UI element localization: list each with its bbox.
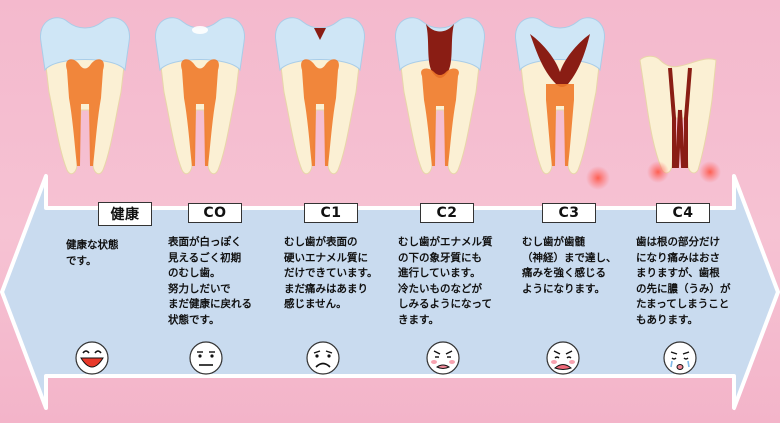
stage-description: むし歯が歯髄 （神経）まで達し、 痛みを強く感じる ようになります。	[522, 236, 617, 295]
teeth-illustration	[40, 17, 721, 190]
tooth-c1	[275, 17, 365, 175]
neutral-face-icon	[189, 341, 223, 375]
tooth-healthy	[40, 17, 130, 175]
stage-description: むし歯がエナメル質 の下の象牙質にも 進行しています。 冷たいものなどが しみる…	[398, 236, 493, 326]
stage-label: C3	[542, 203, 596, 223]
stage-c1: C1 むし歯が表面の 硬いエナメル質に だけできています。 まだ痛みはあまり 感…	[284, 202, 402, 313]
worried-face-icon	[426, 341, 460, 375]
stage-description: 表面が白っぽく 見えるごく初期 のむし歯。 努力しだいで まだ健康に戻れる 状態…	[168, 236, 252, 326]
stage-description: むし歯が表面の 硬いエナメル質に だけできています。 まだ痛みはあまり 感じませ…	[284, 236, 378, 310]
stage-description: 歯は根の部分だけ になり痛みはおさ まりますが、歯根 の先に膿（うみ）が たまっ…	[636, 236, 731, 326]
tooth-c3	[515, 17, 610, 190]
stage-healthy: 健康 健康な状態 です。	[66, 202, 184, 269]
sad-face-icon	[546, 341, 580, 375]
stage-description: 健康な状態 です。	[66, 239, 119, 267]
stage-label: C4	[656, 203, 710, 223]
stage-label: CO	[188, 203, 242, 223]
stage-co: CO 表面が白っぽく 見えるごく初期 のむし歯。 努力しだいで まだ健康に戻れる…	[168, 202, 286, 328]
big-smile-face-icon	[75, 341, 109, 375]
frown-face-icon	[306, 341, 340, 375]
tooth-c2	[395, 17, 485, 175]
stage-c4: C4 歯は根の部分だけ になり痛みはおさ まりますが、歯根 の先に膿（うみ）が …	[636, 202, 754, 328]
stage-c2: C2 むし歯がエナメル質 の下の象牙質にも 進行しています。 冷たいものなどが …	[398, 202, 516, 328]
stage-label: C2	[420, 203, 474, 223]
tooth-c4	[639, 55, 721, 183]
crying-face-icon	[663, 341, 697, 375]
tooth-co	[155, 17, 245, 175]
stage-label: C1	[304, 203, 358, 223]
stage-c3: C3 むし歯が歯髄 （神経）まで達し、 痛みを強く感じる ようになります。	[522, 202, 640, 297]
stage-label: 健康	[98, 202, 152, 226]
